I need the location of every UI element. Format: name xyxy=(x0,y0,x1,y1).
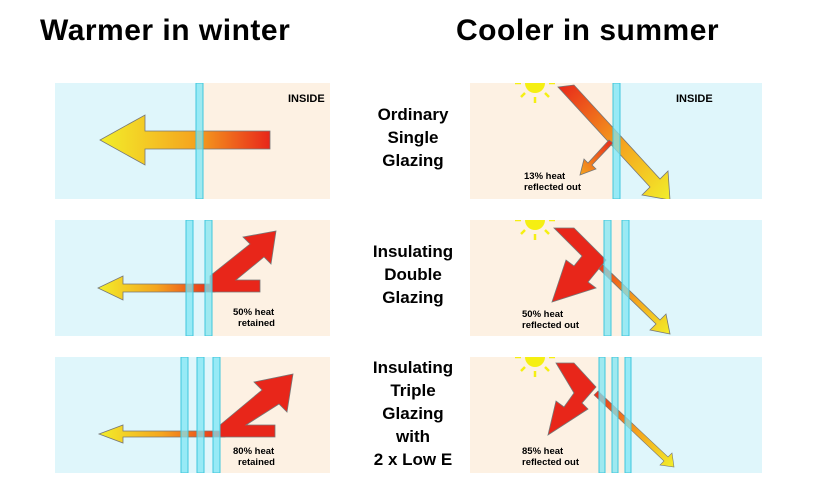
summer-note-line1: 50% heat xyxy=(522,309,564,320)
heat-loss-arrow xyxy=(99,114,271,166)
inside-area xyxy=(615,83,762,199)
glass-pane xyxy=(603,220,612,336)
inside-area xyxy=(625,357,762,473)
summer-note-line2: reflected out xyxy=(522,320,580,331)
sun-icon xyxy=(515,220,555,240)
heading-cooler-in-summer: Cooler in summer xyxy=(456,14,720,47)
summer-single-panel: INSIDE 13% heat reflected out xyxy=(470,83,762,199)
glass-pane xyxy=(180,357,189,473)
inside-area xyxy=(625,220,762,336)
glass-pane xyxy=(621,220,630,336)
summer-note-line1: 85% heat xyxy=(522,446,564,457)
winter-note-line2: retained xyxy=(238,457,275,468)
summer-note-line2: reflected out xyxy=(522,457,580,468)
glass-pane xyxy=(624,357,632,473)
inside-label: INSIDE xyxy=(288,93,325,105)
row-label-double: Insulating Double Glazing xyxy=(372,242,454,307)
winter-triple-panel: 80% heat retained xyxy=(55,357,330,473)
glass-pane xyxy=(212,357,221,473)
heat-loss-arrow xyxy=(97,275,216,301)
summer-triple-panel: 85% heat reflected out xyxy=(470,357,762,473)
summer-note-line1: 13% heat xyxy=(524,171,566,182)
heat-retained-arrow xyxy=(209,230,277,293)
outside-area xyxy=(55,357,220,473)
reflected-heat-arrow xyxy=(551,227,607,303)
row-label-triple: Insulating Triple Glazing with 2 x Low E xyxy=(372,358,454,469)
winter-double-panel: 50% heat retained xyxy=(55,220,330,336)
glass-pane xyxy=(185,220,194,336)
summer-double-panel: 50% heat reflected out xyxy=(470,220,762,336)
glass-pane xyxy=(196,357,205,473)
inside-label: INSIDE xyxy=(676,93,713,105)
winter-note-line1: 80% heat xyxy=(233,446,275,457)
glass-pane xyxy=(598,357,606,473)
winter-note-line1: 50% heat xyxy=(233,307,275,318)
heat-loss-arrow xyxy=(97,424,226,444)
glass-pane xyxy=(612,83,621,199)
reflected-heat-arrow xyxy=(547,362,597,436)
outside-area xyxy=(55,220,205,336)
glass-pane xyxy=(611,357,619,473)
winter-note-line2: retained xyxy=(238,318,275,329)
outside-area xyxy=(470,220,625,336)
heat-retained-arrow xyxy=(219,373,294,438)
winter-single-panel: INSIDE xyxy=(55,83,330,199)
row-label-single: Ordinary Single Glazing xyxy=(377,105,449,170)
outside-area xyxy=(470,83,615,199)
reflected-heat-arrow xyxy=(579,139,614,176)
summer-note-line2: reflected out xyxy=(524,182,582,193)
sun-icon xyxy=(515,83,555,103)
sun-icon xyxy=(515,357,555,377)
heading-warmer-in-winter: Warmer in winter xyxy=(40,14,291,47)
glass-pane xyxy=(195,83,204,199)
glass-pane xyxy=(204,220,213,336)
